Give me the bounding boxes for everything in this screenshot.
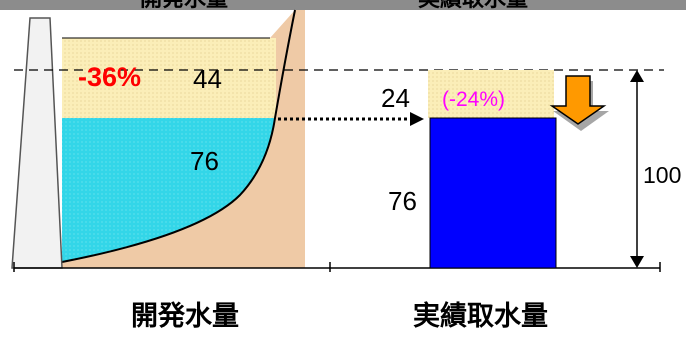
total-arrow-bottom — [630, 256, 644, 268]
connector-arrowhead — [410, 112, 424, 126]
left-caption: 開発水量 — [131, 301, 239, 332]
reduction-down-arrow — [549, 75, 609, 131]
ground-curve — [61, 9, 296, 263]
right-bar — [429, 117, 557, 269]
dam — [11, 17, 63, 269]
left-used-value: 76 — [190, 146, 219, 176]
total-value: 100 — [643, 162, 681, 188]
left-reduced-value: 44 — [193, 64, 222, 94]
top-left-caption: 開発水量 — [140, 0, 228, 12]
right-caption: 実績取水量 — [413, 300, 548, 332]
top-right-caption: 実績取水量 — [418, 0, 528, 12]
right-reduced-value: 24 — [381, 83, 410, 113]
total-arrow-top — [630, 70, 644, 82]
left-percent-change: -36% — [78, 62, 141, 92]
right-percent-change: (-24%) — [442, 88, 505, 111]
left-water-zone — [62, 118, 275, 262]
left-reduction-zone — [62, 38, 276, 118]
right-reduction-zone — [428, 70, 554, 118]
top-strip — [0, 0, 686, 10]
right-used-value: 76 — [388, 186, 417, 216]
